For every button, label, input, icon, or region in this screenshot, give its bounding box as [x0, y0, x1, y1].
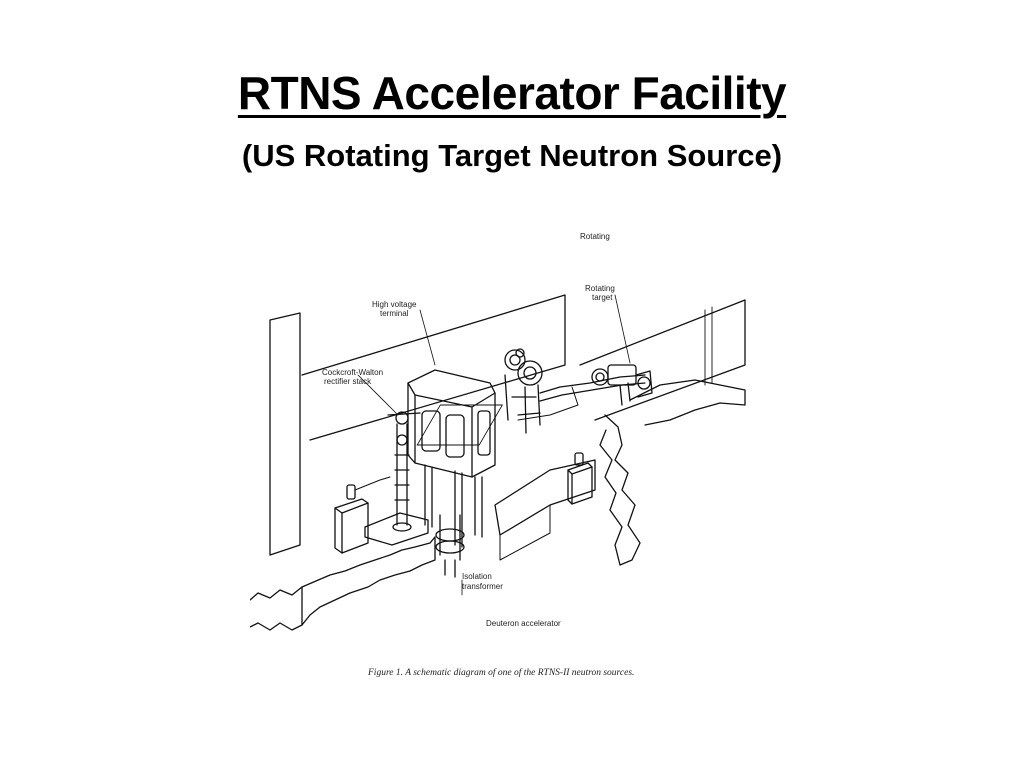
rtns-schematic-diagram: Rotating Rotating target High voltage te…	[250, 232, 746, 678]
back-wall-right	[579, 299, 746, 421]
figure-caption: Figure 1. A schematic diagram of one of …	[367, 667, 634, 678]
beam-optics	[504, 348, 543, 434]
right-tank	[567, 452, 593, 505]
stack-platform	[364, 512, 429, 546]
left-tank	[334, 476, 391, 554]
leader-cw	[357, 374, 399, 416]
slide-title: RTNS Accelerator Facility	[237, 67, 787, 119]
label-hv-terminal-2: terminal	[380, 309, 409, 318]
jagged-wall-right	[599, 414, 641, 566]
leader-target	[614, 294, 631, 364]
label-rotating-target-1: Rotating	[585, 284, 615, 293]
label-hv-terminal-1: High voltage	[372, 300, 417, 309]
label-cockcroft-2: rectifier stack	[324, 377, 372, 386]
rotating-target-assembly	[591, 364, 653, 406]
cockcroft-walton-stack	[387, 411, 421, 532]
label-isolation-1: Isolation	[462, 572, 492, 581]
leader-hv	[419, 309, 436, 366]
high-voltage-terminal	[407, 369, 496, 478]
label-cockcroft-1: Cockcroft-Walton	[322, 368, 383, 377]
left-wall	[269, 312, 301, 556]
label-deuteron: Deuteron accelerator	[486, 619, 561, 628]
beam-tube	[539, 374, 646, 402]
floor-cutaway-front	[301, 536, 436, 626]
label-isolation-2: transformer	[462, 582, 503, 591]
target-table	[416, 404, 503, 446]
support-columns	[424, 464, 483, 548]
slide-subtitle: (US Rotating Target Neutron Source)	[241, 138, 783, 173]
label-rotating-target-2: target	[592, 293, 613, 302]
isolation-transformer	[435, 514, 465, 578]
back-wall	[301, 294, 566, 441]
floor-cutaway-left	[250, 586, 303, 631]
label-rotating: Rotating	[580, 232, 610, 241]
jagged-wall-far	[629, 379, 746, 426]
